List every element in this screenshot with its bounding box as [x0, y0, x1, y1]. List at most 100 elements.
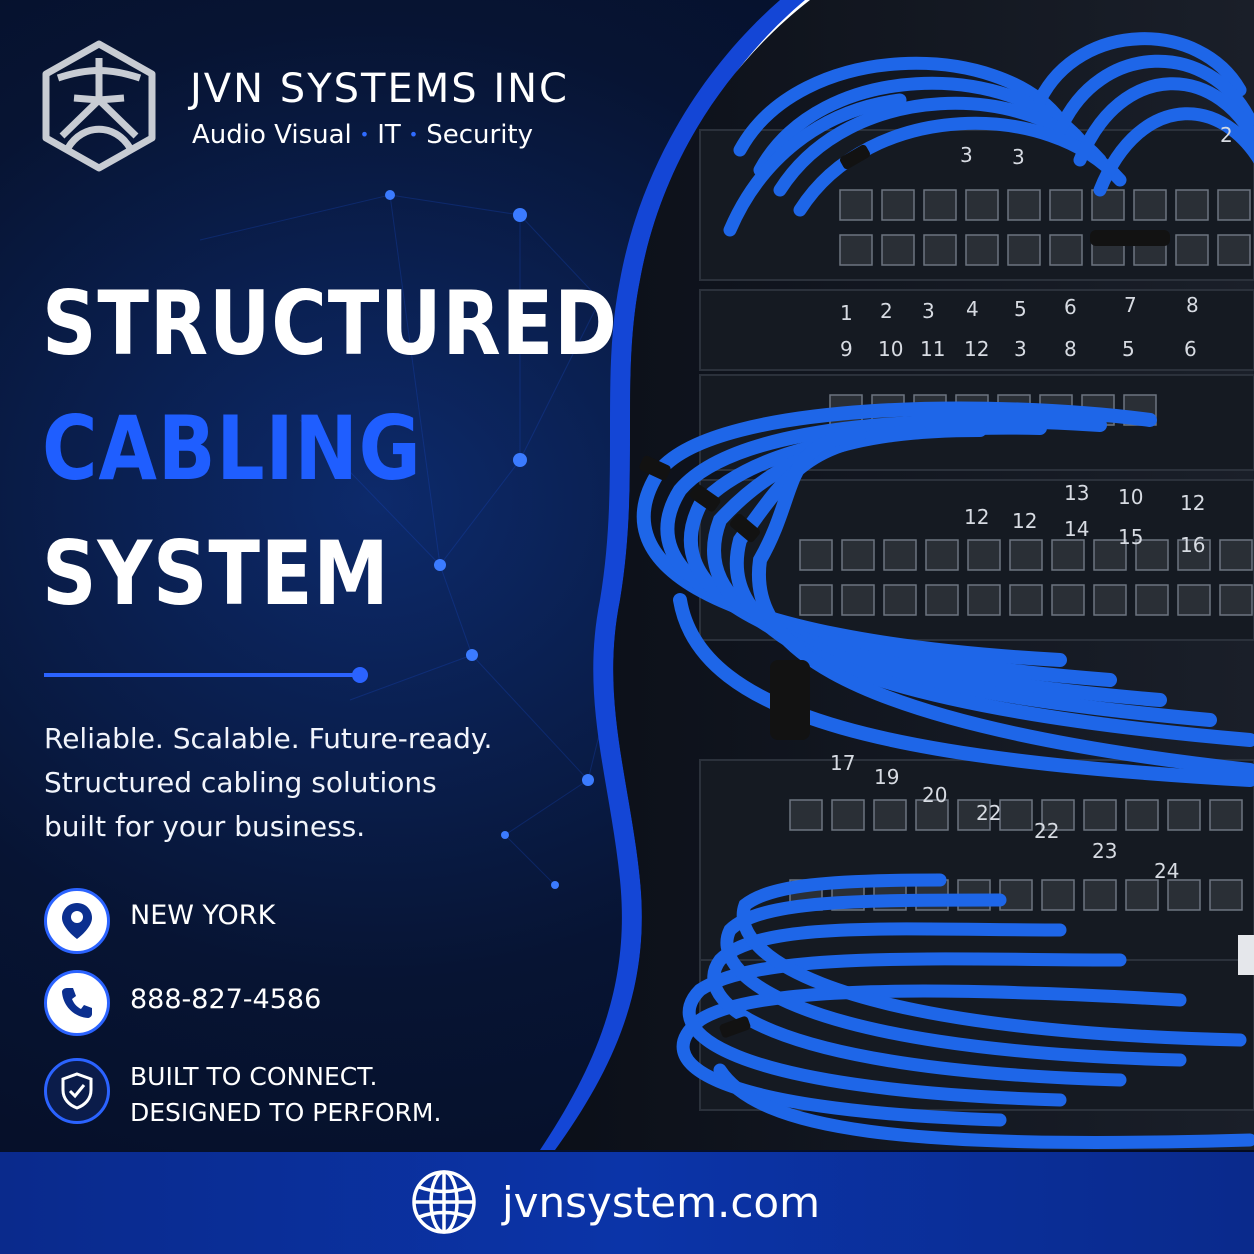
patch-port	[925, 584, 959, 616]
port-number-label: 19	[874, 765, 899, 789]
patch-port	[1049, 189, 1083, 221]
patch-port	[1093, 584, 1127, 616]
patch-port	[925, 539, 959, 571]
port-number-label: 4	[966, 297, 979, 321]
description-line-3: built for your business.	[44, 810, 366, 843]
description-line-2: Structured cabling solutions	[44, 766, 437, 799]
headline-line-1: STRUCTURED	[42, 272, 618, 375]
port-number-label: 23	[1092, 839, 1117, 863]
patch-port	[1219, 584, 1253, 616]
port-number-label: 12	[964, 505, 989, 529]
port-number-label: 3	[960, 143, 973, 167]
port-number-label: 5	[1014, 297, 1027, 321]
patch-port	[841, 539, 875, 571]
patch-port	[1009, 539, 1043, 571]
patch-port	[965, 189, 999, 221]
patch-port	[883, 584, 917, 616]
patch-port	[1167, 879, 1201, 911]
patch-port	[799, 539, 833, 571]
port-number-label: 15	[1118, 525, 1143, 549]
port-number-label: 2	[1220, 123, 1233, 147]
logo-cube-icon	[42, 40, 156, 172]
patch-port	[1051, 539, 1085, 571]
port-number-label: 10	[1118, 485, 1143, 509]
port-number-label: 6	[1184, 337, 1197, 361]
port-number-label: 3	[922, 299, 935, 323]
patch-port	[1125, 799, 1159, 831]
patch-port	[1007, 189, 1041, 221]
port-number-label: 9	[840, 337, 853, 361]
port-number-label: 5	[1122, 337, 1135, 361]
tagline-audio-visual: Audio Visual	[192, 120, 352, 150]
divider-line	[44, 673, 360, 677]
patch-port	[1209, 799, 1243, 831]
patch-port	[1217, 189, 1251, 221]
patch-port	[1177, 539, 1211, 571]
patch-port	[1083, 879, 1117, 911]
patch-port	[1009, 584, 1043, 616]
footer-bar	[0, 1152, 1254, 1254]
patch-port	[1177, 584, 1211, 616]
patch-port	[1217, 234, 1251, 266]
phone-number[interactable]: 888-827-4586	[130, 984, 322, 1015]
patch-port	[873, 799, 907, 831]
port-number-label: 10	[878, 337, 903, 361]
patch-port	[1175, 189, 1209, 221]
patch-port	[965, 234, 999, 266]
tagline-separator: •	[359, 125, 370, 144]
slogan-line-1: BUILT TO CONNECT.	[130, 1062, 378, 1091]
port-number-label: 16	[1180, 533, 1205, 557]
patch-port	[1041, 879, 1075, 911]
port-number-label: 2	[880, 299, 893, 323]
port-number-label: 7	[1124, 293, 1137, 317]
headline-line-2: CABLING	[42, 397, 422, 500]
patch-port	[831, 799, 865, 831]
brand-name: JVN SYSTEMS INC	[190, 66, 569, 112]
port-number-label: 1	[840, 301, 853, 325]
patch-port	[841, 584, 875, 616]
website-link[interactable]: jvnsystem.com	[502, 1178, 821, 1227]
description-line-1: Reliable. Scalable. Future-ready.	[44, 722, 493, 755]
tagline-security: Security	[426, 120, 534, 150]
headline-line-3: SYSTEM	[42, 522, 390, 625]
server-rack-photo: 1234567891011123856131012121214151617192…	[540, 0, 1254, 1150]
port-number-label: 8	[1064, 337, 1077, 361]
port-number-label: 14	[1064, 517, 1089, 541]
patch-port	[1167, 799, 1201, 831]
port-number-label: 3	[1012, 145, 1025, 169]
brand-tagline: Audio Visual • IT • Security	[192, 120, 533, 150]
location-pin-icon	[44, 888, 110, 954]
patch-port	[923, 189, 957, 221]
patch-port	[883, 539, 917, 571]
patch-port	[915, 799, 949, 831]
patch-port	[799, 584, 833, 616]
port-number-label: 3	[1014, 337, 1027, 361]
patch-port	[839, 189, 873, 221]
tagline-separator: •	[408, 125, 419, 144]
patch-port	[999, 879, 1033, 911]
phone-icon	[44, 970, 110, 1036]
patch-port	[1041, 799, 1075, 831]
patch-port	[881, 189, 915, 221]
patch-port	[789, 799, 823, 831]
port-number-label: 22	[1034, 819, 1059, 843]
port-number-label: 17	[830, 751, 855, 775]
patch-port	[881, 234, 915, 266]
patch-port	[957, 799, 991, 831]
port-number-label: 12	[1180, 491, 1205, 515]
port-number-label: 12	[964, 337, 989, 361]
tagline-it: IT	[377, 120, 401, 150]
port-number-label: 24	[1154, 859, 1179, 883]
patch-port	[967, 539, 1001, 571]
patch-port	[1133, 189, 1167, 221]
divider-dot	[352, 667, 368, 683]
patch-port	[999, 799, 1033, 831]
port-number-label: 22	[976, 801, 1001, 825]
patch-port	[1083, 799, 1117, 831]
patch-port	[1007, 234, 1041, 266]
patch-port	[1209, 879, 1243, 911]
patch-port	[967, 584, 1001, 616]
patch-port	[1175, 234, 1209, 266]
port-number-label: 11	[920, 337, 945, 361]
